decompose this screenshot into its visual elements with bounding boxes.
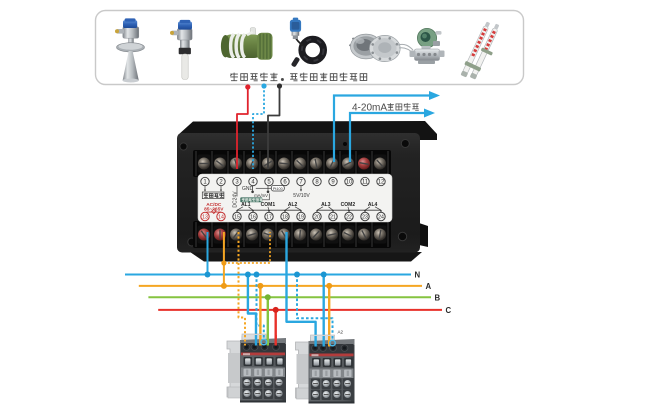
svg-text:5: 5 [267, 180, 271, 186]
svg-text:10: 10 [346, 180, 353, 186]
svg-text:DC24V: DC24V [233, 191, 239, 208]
svg-text:6: 6 [283, 180, 287, 186]
svg-text:18: 18 [282, 215, 288, 221]
svg-text:N: N [415, 271, 421, 280]
svg-text:12: 12 [378, 180, 385, 186]
svg-text:23: 23 [362, 215, 368, 221]
svg-text:8: 8 [315, 180, 319, 186]
svg-text:4-20mA: 4-20mA [352, 103, 387, 114]
svg-text:COM1: COM1 [261, 202, 276, 208]
svg-text:C: C [446, 306, 452, 315]
svg-text:GND: GND [242, 186, 254, 192]
svg-text:AC/DC: AC/DC [206, 202, 222, 208]
svg-text:AL1: AL1 [241, 202, 251, 208]
svg-text:4: 4 [251, 180, 255, 186]
svg-text:11: 11 [362, 180, 369, 186]
svg-text:21: 21 [330, 215, 336, 221]
svg-text:AL2: AL2 [288, 202, 298, 208]
svg-text:B: B [435, 294, 441, 303]
svg-text:13: 13 [202, 215, 208, 221]
svg-text:COM2: COM2 [341, 202, 356, 208]
svg-text:24: 24 [378, 215, 384, 221]
svg-text:2: 2 [219, 180, 223, 186]
svg-text:A2: A2 [338, 330, 344, 335]
svg-text:15: 15 [234, 215, 240, 221]
svg-text:Pt100: Pt100 [273, 187, 283, 191]
svg-text:9: 9 [331, 180, 335, 186]
svg-text:16: 16 [250, 215, 256, 221]
svg-text:1: 1 [203, 180, 207, 186]
svg-text:AL4: AL4 [368, 202, 378, 208]
svg-text:A: A [426, 282, 432, 291]
svg-text:5V/10V: 5V/10V [293, 193, 310, 199]
svg-text:7: 7 [299, 180, 303, 186]
svg-text:22: 22 [346, 215, 352, 221]
svg-text:14: 14 [218, 215, 224, 221]
svg-text:AL3: AL3 [321, 202, 331, 208]
svg-text:3: 3 [235, 180, 239, 186]
svg-text:20: 20 [314, 215, 320, 221]
svg-text:mA/mV: mA/mV [254, 193, 268, 198]
svg-text:19: 19 [298, 215, 304, 221]
svg-text:17: 17 [266, 215, 272, 221]
